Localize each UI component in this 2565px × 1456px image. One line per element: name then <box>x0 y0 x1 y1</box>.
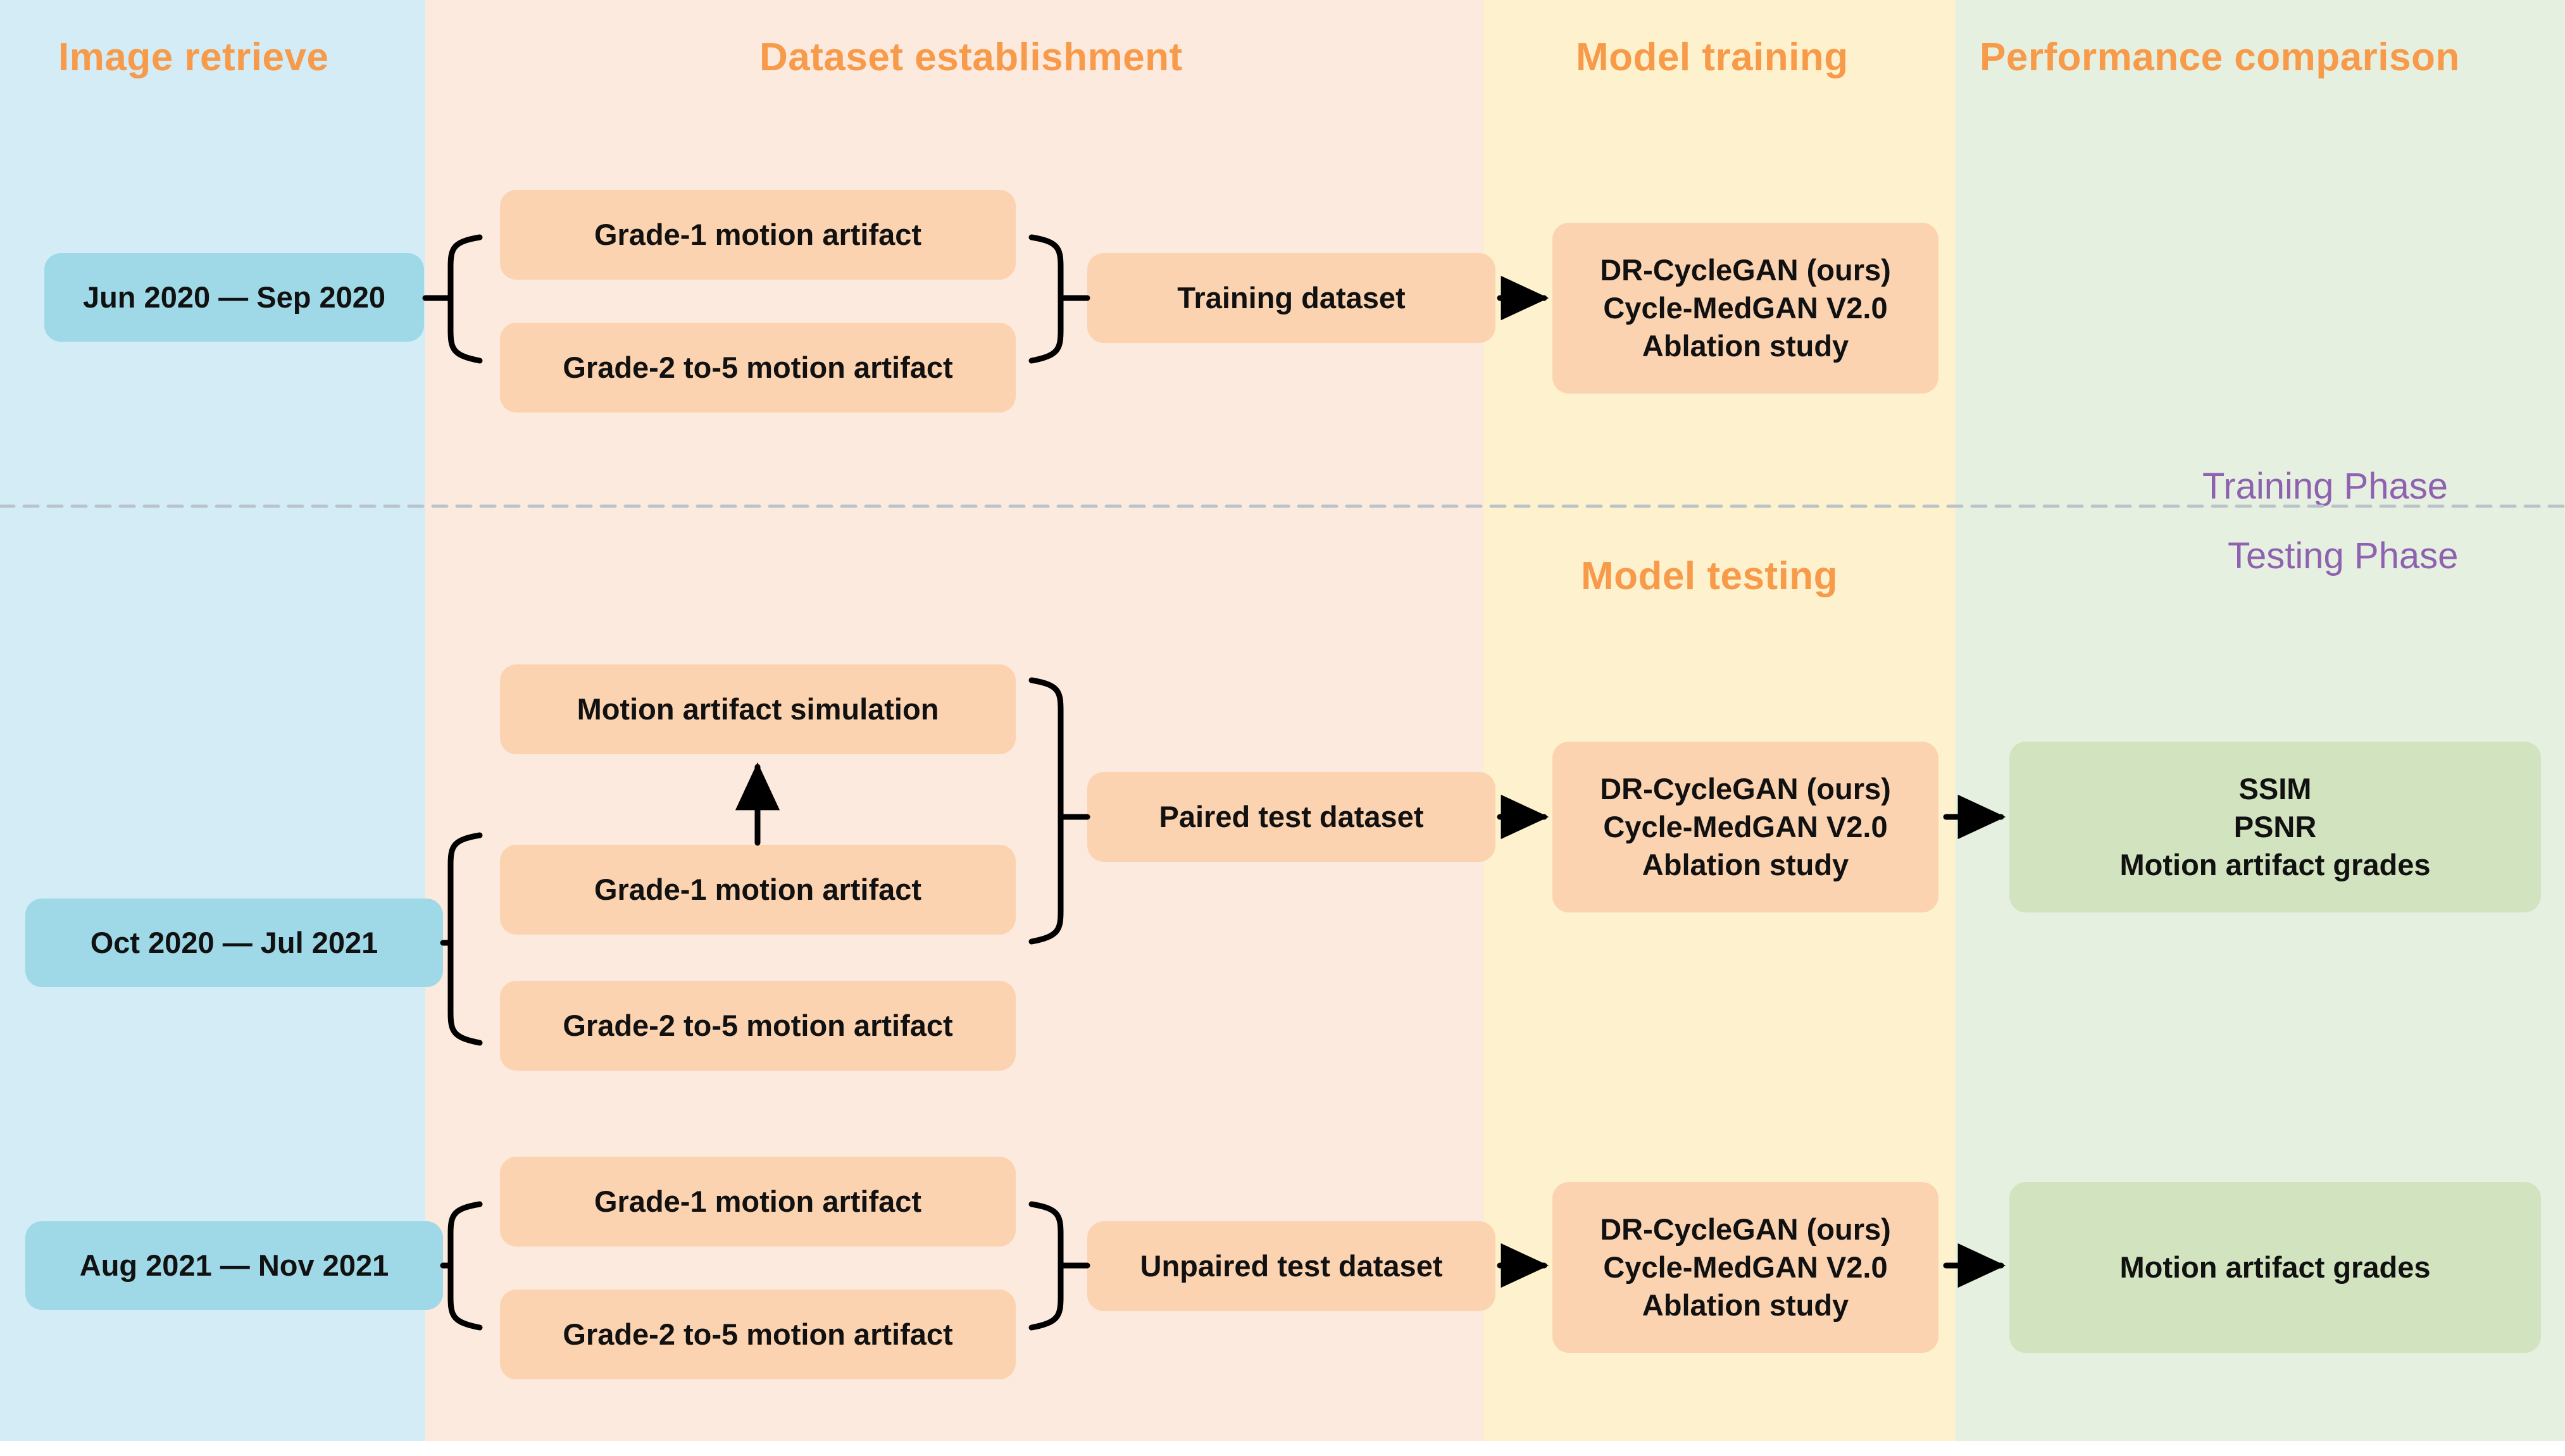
model-name: Cycle-MedGAN V2.0 <box>1603 1250 1888 1284</box>
model-list-training: DR-CycleGAN (ours) Cycle-MedGAN V2.0 Abl… <box>1552 223 1938 394</box>
model-name: Ablation study <box>1642 1288 1849 1322</box>
dataset-box-training: Training dataset <box>1087 253 1495 343</box>
model-list-paired-test: DR-CycleGAN (ours) Cycle-MedGAN V2.0 Abl… <box>1552 742 1938 912</box>
metric-name: SSIM <box>2238 771 2312 806</box>
date-range-unpaired-test: Aug 2021 — Nov 2021 <box>25 1221 443 1310</box>
model-list-unpaired-test: DR-CycleGAN (ours) Cycle-MedGAN V2.0 Abl… <box>1552 1182 1938 1353</box>
simulation-box-paired-test: Motion artifact simulation <box>500 664 1016 754</box>
column-band-image-retrieve <box>0 0 425 1441</box>
metric-name: Motion artifact grades <box>2119 848 2431 882</box>
grade-box-training-grade2to5: Grade-2 to-5 motion artifact <box>500 323 1016 413</box>
metric-name: PSNR <box>2233 809 2317 843</box>
model-name: Ablation study <box>1642 329 1849 363</box>
dataset-box-unpaired-test: Unpaired test dataset <box>1087 1221 1495 1311</box>
grade-box-paired-grade1: Grade-1 motion artifact <box>500 845 1016 935</box>
grade-box-unpaired-grade1: Grade-1 motion artifact <box>500 1157 1016 1247</box>
model-name: Ablation study <box>1642 848 1849 882</box>
model-name: DR-CycleGAN (ours) <box>1600 1212 1891 1246</box>
date-range-paired-test: Oct 2020 — Jul 2021 <box>25 899 443 987</box>
grade-box-paired-grade2to5: Grade-2 to-5 motion artifact <box>500 981 1016 1071</box>
column-title-image-retrieve: Image retrieve <box>58 35 329 79</box>
model-name: Cycle-MedGAN V2.0 <box>1603 290 1888 325</box>
dataset-box-paired-test: Paired test dataset <box>1087 772 1495 862</box>
model-name: DR-CycleGAN (ours) <box>1600 771 1891 806</box>
phase-label-testing: Testing Phase <box>2228 535 2459 576</box>
column-title-dataset-establishment: Dataset establishment <box>759 35 1183 79</box>
phase-label-training: Training Phase <box>2202 466 2448 507</box>
column-title-model-training: Model training <box>1576 35 1849 79</box>
model-name: DR-CycleGAN (ours) <box>1600 252 1891 287</box>
grade-box-unpaired-grade2to5: Grade-2 to-5 motion artifact <box>500 1290 1016 1379</box>
grade-box-training-grade1: Grade-1 motion artifact <box>500 190 1016 280</box>
section-title-model-testing: Model testing <box>1581 554 1838 598</box>
metrics-box-paired-test: SSIM PSNR Motion artifact grades <box>2009 742 2541 912</box>
column-title-performance-comparison: Performance comparison <box>1980 35 2460 79</box>
metrics-box-unpaired-test: Motion artifact grades <box>2009 1182 2541 1353</box>
date-range-training: Jun 2020 — Sep 2020 <box>44 253 424 342</box>
metric-name: Motion artifact grades <box>2119 1250 2431 1284</box>
model-name: Cycle-MedGAN V2.0 <box>1603 809 1888 843</box>
